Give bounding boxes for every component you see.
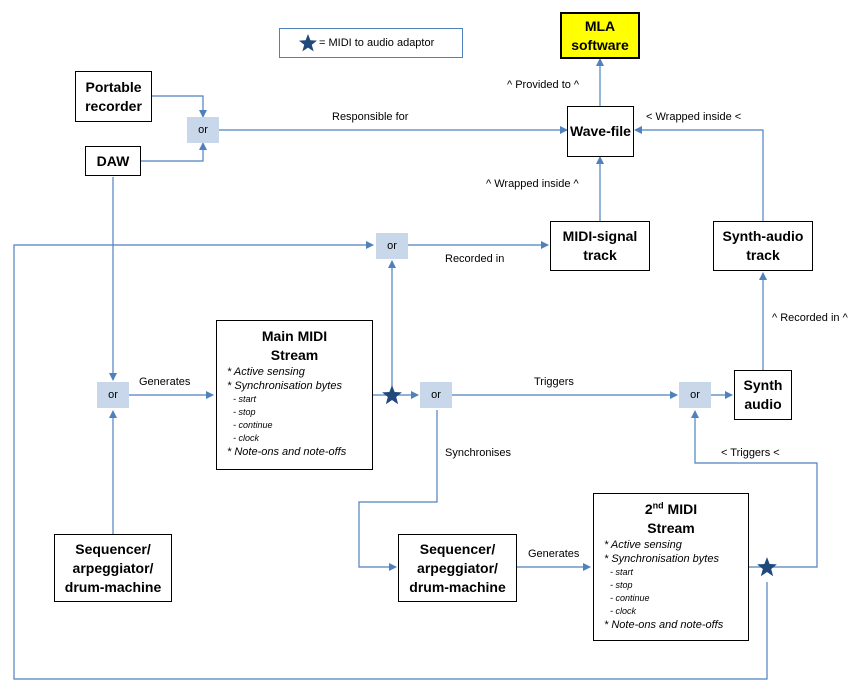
- main-midi-stream-box: Main MIDI Stream * Active sensing * Sync…: [216, 320, 373, 470]
- second-midi-stream-box: 2nd MIDI Stream * Active sensing * Synch…: [593, 493, 749, 641]
- or-junction-top: or: [376, 233, 408, 259]
- second-stream-item: * Synchronisation bytes: [604, 553, 719, 565]
- label-triggers: Triggers: [534, 376, 574, 388]
- star-icon: [757, 557, 777, 577]
- label-generates-left: Generates: [139, 376, 191, 388]
- main-stream-title: Main MIDI Stream: [261, 328, 328, 363]
- or-junction-middle: or: [420, 382, 452, 408]
- or-junction-left: or: [97, 382, 129, 408]
- sequencer-left-box: Sequencer/ arpeggiator/ drum-machine: [54, 534, 172, 602]
- legend: = MIDI to audio adaptor: [279, 28, 463, 58]
- second-stream-item: * Active sensing: [604, 539, 682, 551]
- label-provided-to: ^ Provided to ^: [507, 79, 580, 91]
- arrow-star-to-or-right: [691, 410, 818, 568]
- midi-signal-track-label: MIDI-signal track: [562, 228, 638, 263]
- label-wrapped-inside-up: ^ Wrapped inside ^: [486, 178, 579, 190]
- label-triggers-back: < Triggers <: [721, 447, 780, 459]
- main-stream-subitem: - continue: [233, 420, 273, 430]
- main-stream-subitem: - start: [233, 394, 257, 404]
- or-label: or: [431, 389, 441, 401]
- second-stream-subitem: - stop: [610, 580, 633, 590]
- main-stream-item: * Active sensing: [227, 366, 305, 378]
- arrow-daw-to-or: [141, 142, 207, 162]
- arrow-synth-track-to-wave: [634, 126, 764, 221]
- mla-software-label: MLA software: [571, 17, 629, 53]
- second-stream-title: 2nd MIDI Stream: [594, 500, 748, 538]
- or-label: or: [690, 389, 700, 401]
- second-stream-subitem: - clock: [610, 606, 637, 616]
- or-junction-right: or: [679, 382, 711, 408]
- or-label: or: [198, 124, 208, 136]
- sequencer-mid-label: Sequencer/ arpeggiator/ drum-machine: [409, 540, 506, 595]
- label-synchronises: Synchronises: [445, 447, 512, 459]
- arrow-or-mid-to-sequencer: [358, 410, 438, 571]
- synth-audio-box: Synth audio: [734, 370, 792, 420]
- portable-recorder-box: Portable recorder: [75, 71, 152, 122]
- second-stream-subitem: - continue: [610, 593, 650, 603]
- mla-software-box: MLA software: [560, 12, 640, 59]
- daw-box: DAW: [85, 146, 141, 176]
- midi-signal-track-box: MIDI-signal track: [550, 221, 650, 271]
- main-stream-item: * Synchronisation bytes: [227, 380, 342, 392]
- wave-file-label: Wave-file: [570, 123, 631, 139]
- sequencer-mid-box: Sequencer/ arpeggiator/ drum-machine: [398, 534, 517, 602]
- star-icon: [382, 385, 402, 405]
- synth-audio-label: Synth audio: [743, 377, 783, 412]
- or-junction-recorder: or: [187, 117, 219, 143]
- label-responsible-for: Responsible for: [332, 111, 409, 123]
- second-stream-title-prefix: 2: [644, 501, 653, 517]
- loop-line: [13, 241, 768, 680]
- or-label: or: [387, 240, 397, 252]
- main-stream-subitem: - stop: [233, 407, 256, 417]
- daw-label: DAW: [96, 152, 130, 169]
- second-stream-title-sup: nd: [652, 500, 664, 511]
- label-recorded-in-left: Recorded in: [445, 253, 505, 265]
- portable-recorder-label: Portable recorder: [85, 78, 142, 114]
- second-stream-title-rest: MIDI Stream: [647, 501, 698, 536]
- label-generates-mid: Generates: [528, 548, 580, 560]
- main-stream-item: * Note-ons and note-offs: [227, 446, 347, 458]
- star-icon: [299, 34, 317, 52]
- second-stream-item: * Note-ons and note-offs: [604, 619, 724, 631]
- sequencer-left-label: Sequencer/ arpeggiator/ drum-machine: [64, 540, 162, 595]
- synth-audio-track-box: Synth-audio track: [713, 221, 813, 271]
- label-wrapped-inside-right: < Wrapped inside <: [646, 111, 742, 123]
- label-recorded-in-up: ^ Recorded in ^: [772, 312, 848, 324]
- arrow-recorder-to-or: [152, 95, 207, 118]
- wave-file-box: Wave-file: [567, 106, 634, 157]
- second-stream-subitem: - start: [610, 567, 634, 577]
- or-label: or: [108, 389, 118, 401]
- legend-text: = MIDI to audio adaptor: [319, 37, 435, 49]
- synth-audio-track-label: Synth-audio track: [722, 228, 804, 263]
- main-stream-subitem: - clock: [233, 433, 260, 443]
